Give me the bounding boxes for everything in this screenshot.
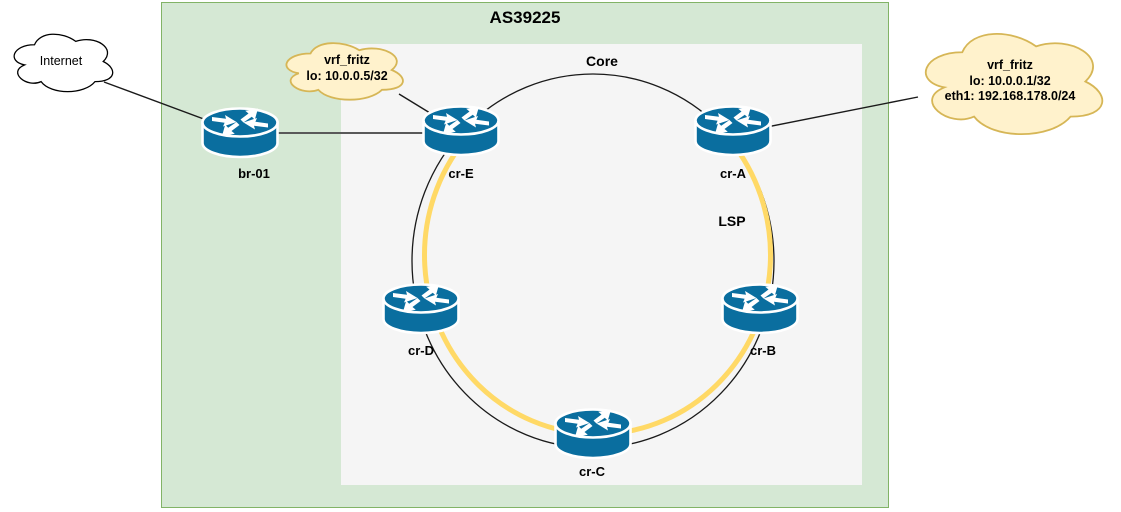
- router-icon: [723, 285, 798, 333]
- lsp-label: LSP: [718, 213, 746, 229]
- router-crC: [553, 406, 633, 462]
- as-label: AS39225: [489, 8, 561, 27]
- edge-crA-vrfcloud: [761, 96, 919, 129]
- vrf-right-loopback: lo: 10.0.0.1/32: [969, 73, 1051, 88]
- lsp-path: [422, 137, 773, 437]
- router-crE: [421, 103, 501, 159]
- router-icon: [384, 285, 459, 333]
- router-br01-label: br-01: [238, 166, 270, 181]
- core-label: Core: [586, 53, 618, 69]
- vrf-right-name: vrf_fritz: [987, 58, 1033, 72]
- vrf-right-eth1: eth1: 192.168.178.0/24: [944, 89, 1076, 103]
- router-crC-label: cr-C: [578, 464, 606, 479]
- router-crA-label: cr-A: [719, 166, 747, 181]
- vrf-cloud-right-label: vrf_fritz lo: 10.0.0.1/32 eth1: 192.168.…: [945, 58, 1076, 105]
- router-br01: [200, 105, 280, 161]
- router-icon: [203, 109, 278, 157]
- router-crB: [720, 281, 800, 337]
- router-icon: [556, 410, 631, 458]
- router-icon: [424, 107, 499, 155]
- internet-cloud-label: Internet: [39, 54, 83, 68]
- router-crA: [693, 103, 773, 159]
- router-icon: [696, 107, 771, 155]
- vrf-cloud-left-label: vrf_fritz lo: 10.0.0.5/32: [306, 53, 387, 84]
- vrf-left-loopback: lo: 10.0.0.5/32: [306, 68, 388, 83]
- router-crB-label: cr-B: [749, 343, 777, 358]
- router-crD-label: cr-D: [407, 343, 435, 358]
- vrf-left-name: vrf_fritz: [324, 53, 370, 67]
- router-crE-label: cr-E: [448, 166, 474, 181]
- router-crD: [381, 281, 461, 337]
